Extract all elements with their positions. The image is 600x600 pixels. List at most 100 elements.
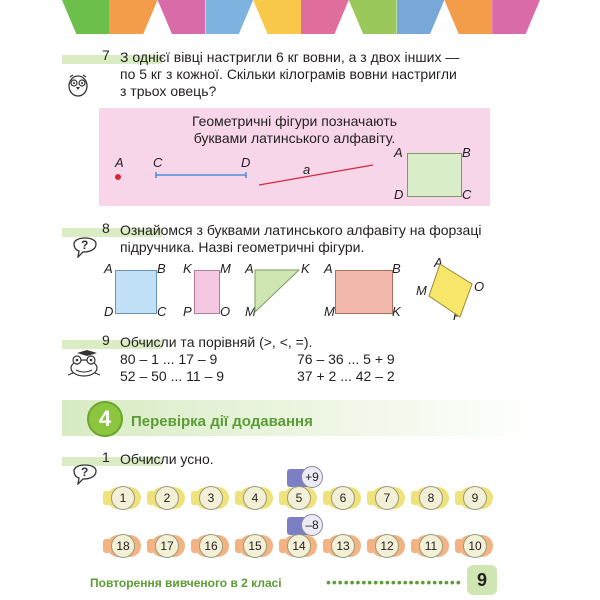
banner-stripe — [205, 0, 254, 34]
rect-kmpo — [194, 270, 220, 314]
number-tile-value: 15 — [243, 534, 267, 558]
number-tile: 10 — [455, 533, 493, 559]
number-tile: 17 — [147, 533, 185, 559]
task-8-bar — [62, 228, 162, 237]
task-9-number: 9 — [102, 332, 110, 348]
number-tile-value: 16 — [199, 534, 223, 558]
operator-plus-9-label: +9 — [301, 466, 323, 488]
number-tile-value: 3 — [199, 486, 223, 510]
task-7-line-1: З однієї вівці настригли 6 кг вовни, а з… — [120, 49, 460, 65]
svg-text:?: ? — [81, 238, 88, 252]
task-1-bar — [62, 457, 162, 466]
banner-stripe — [492, 0, 540, 34]
task-1-prompt: Обчисли усно. — [120, 451, 214, 467]
number-tile: 12 — [367, 533, 405, 559]
number-tile-value: 6 — [331, 486, 355, 510]
number-tile: 13 — [323, 533, 361, 559]
rhombus-amop — [428, 263, 473, 318]
triangle-akm — [254, 269, 301, 314]
banner-stripe — [109, 0, 158, 34]
number-tile: 8 — [411, 485, 449, 511]
task-7-bar — [62, 55, 162, 64]
number-tile-value: 5 — [287, 486, 311, 510]
pink-rect-label-o: O — [220, 304, 231, 319]
banner-stripe — [300, 0, 349, 34]
banner-stripe — [444, 0, 493, 34]
line-a-label: a — [303, 162, 311, 177]
note-rect-label-a: A — [394, 145, 403, 160]
banner-stripe — [396, 0, 445, 34]
big-rect-label-k: K — [392, 304, 401, 319]
big-rect-label-a: A — [324, 261, 333, 276]
segment-cd — [155, 172, 247, 178]
question-bubble-icon: ? — [73, 464, 97, 485]
owl-icon — [68, 74, 88, 97]
operator-minus-8: –8 — [287, 514, 323, 536]
task-9-prompt: Обчисли та порівняй (>, <, =). — [120, 334, 313, 350]
question-bubble-icon: ? — [73, 237, 97, 258]
number-tile-value: 4 — [243, 486, 267, 510]
note-line-2: буквами латинського алфавіту. — [193, 130, 396, 146]
number-tile-value: 14 — [287, 534, 311, 558]
note-line-1: Геометричні фігури позначають — [191, 113, 398, 129]
number-tile: 5 — [279, 485, 317, 511]
section-number: 4 — [87, 401, 123, 437]
number-tile-value: 2 — [155, 486, 179, 510]
note-text: Геометричні фігури позначають буквами ла… — [99, 113, 490, 147]
banner-stripe — [157, 0, 206, 34]
number-tile: 14 — [279, 533, 317, 559]
number-tile: 15 — [235, 533, 273, 559]
banner-stripe — [253, 0, 301, 34]
number-tile: 1 — [103, 485, 141, 511]
triangle-label-m: M — [245, 304, 256, 319]
segment-label-c: C — [153, 155, 163, 170]
note-rect-label-d: D — [394, 187, 404, 202]
task-1-number: 1 — [102, 449, 110, 465]
task-9-row1-right: 76 – 36 ... 5 + 9 — [297, 351, 395, 367]
svg-text:?: ? — [81, 465, 88, 479]
section-header-band — [62, 400, 540, 436]
big-rect-label-b: B — [392, 261, 401, 276]
number-tile-value: 8 — [419, 486, 443, 510]
pink-rect-label-k: K — [183, 261, 192, 276]
task-9-row2-right: 37 + 2 ... 42 – 2 — [297, 368, 395, 384]
number-tile: 18 — [103, 533, 141, 559]
section-title: Перевірка дії додавання — [131, 413, 313, 430]
operator-minus-8-label: –8 — [301, 514, 323, 536]
banner-stripe — [348, 0, 397, 34]
task-7-number: 7 — [102, 47, 110, 63]
number-tile-value: 7 — [375, 486, 399, 510]
triangle-label-a: A — [245, 261, 254, 276]
big-rect-label-m: M — [324, 304, 335, 319]
number-tile: 16 — [191, 533, 229, 559]
number-tile-value: 11 — [419, 534, 443, 558]
number-tile-value: 17 — [155, 534, 179, 558]
frog-graduate-icon — [67, 350, 101, 377]
page-number: 9 — [467, 565, 497, 595]
square-abcd — [115, 270, 157, 314]
task-7-line-2: по 5 кг з кожної. Скільки кілограмів вов… — [120, 66, 457, 82]
top-banner — [62, 0, 540, 34]
number-tile-value: 1 — [111, 486, 135, 510]
task-8-line-2: підручника. Назві геометричні фігури. — [120, 239, 365, 255]
segment-label-d: D — [241, 155, 251, 170]
number-tile: 4 — [235, 485, 273, 511]
number-tile: 11 — [411, 533, 449, 559]
point-dot — [115, 174, 121, 180]
banner-stripe — [62, 0, 110, 34]
number-tile-value: 10 — [463, 534, 487, 558]
square-label-d: D — [104, 304, 114, 319]
square-label-a: A — [104, 261, 113, 276]
number-tile: 2 — [147, 485, 185, 511]
point-label: A — [115, 155, 124, 170]
pink-rect-label-p: P — [183, 304, 192, 319]
note-rectangle — [407, 153, 462, 197]
line-a — [258, 164, 374, 186]
rhombus-label-o: O — [474, 279, 485, 294]
square-label-c: C — [157, 304, 167, 319]
number-tile-value: 12 — [375, 534, 399, 558]
pink-rect-label-m: M — [220, 261, 231, 276]
footer-dots: ••••••••••••••••••••••• — [326, 574, 462, 590]
task-9-bar — [62, 340, 162, 349]
rect-abmk — [335, 270, 393, 314]
